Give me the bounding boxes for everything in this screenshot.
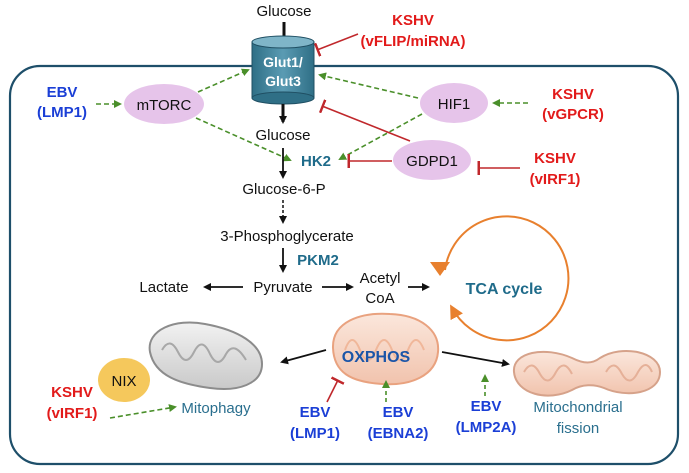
ebv-lmp2a-line2: (LMP2A) (456, 419, 517, 436)
kshv-virf1-right-line2: (vIRF1) (530, 171, 581, 188)
gdpd1-label: GDPD1 (406, 153, 458, 170)
tca-cycle-arrowhead (430, 262, 450, 276)
mtorc-to-hk2-arrow (195, 117, 292, 162)
mitophagy-label: Mitophagy (181, 400, 251, 417)
gdpd1-node (393, 140, 471, 180)
ebv-ebna2-line1: EBV (383, 404, 414, 421)
mtorc-node (124, 84, 204, 124)
ebv-lmp1-inhibits-oxphos (326, 376, 345, 403)
tca-cycle-circle (444, 215, 570, 342)
kshv-vflip-label-line2: (vFLIP/miRNA) (361, 33, 466, 50)
kshv-vflip-label-line1: KSHV (392, 12, 434, 29)
kshv-vflip-inhibition (313, 33, 359, 57)
cell-membrane (8, 64, 680, 466)
glucose-extracellular-label: Glucose (256, 3, 311, 20)
mitochondrion-oxphos (331, 312, 440, 386)
ebv-lmp1-top-line1: EBV (47, 84, 78, 101)
glucose-intracellular-label: Glucose (255, 127, 310, 144)
ebv-ebna2-line2: (EBNA2) (368, 425, 429, 442)
ebv-lmp1-bottom-line1: EBV (300, 404, 331, 421)
kshv-virf1-left-line1: KSHV (51, 384, 93, 401)
3pg-label: 3-Phosphoglycerate (220, 228, 353, 245)
lactate-label: Lactate (139, 279, 188, 296)
glut-label-line2: Glut3 (265, 73, 301, 89)
kshv-virf1-to-mitophagy-arrow (109, 404, 177, 419)
oxphos-label: OXPHOS (342, 349, 411, 366)
pyruvate-label: Pyruvate (253, 279, 312, 296)
mtorc-label: mTORC (137, 97, 192, 114)
nix-label: NIX (111, 373, 136, 390)
oxphos-to-fission-arrow (441, 351, 510, 367)
kshv-vgpcr-line1: KSHV (552, 86, 594, 103)
ebv-lmp1-bottom-line2: (LMP1) (290, 425, 340, 442)
hif1-to-glut-arrow (318, 72, 419, 99)
oxphos-to-mitophagy-arrow (280, 349, 327, 365)
ebv-lmp1-top-line2: (LMP1) (37, 104, 87, 121)
mtorc-to-glut-arrow (197, 68, 250, 93)
ebv-lmp2a-line1: EBV (471, 398, 502, 415)
kshv-virf1-right-line1: KSHV (534, 150, 576, 167)
fission-label-line1: Mitochondrial (533, 399, 622, 416)
kshv-virf1-left-line2: (vIRF1) (47, 405, 98, 422)
hif1-label: HIF1 (438, 96, 471, 113)
acetylcoa-label-line2: CoA (365, 290, 394, 307)
mitochondria-fission (512, 350, 662, 397)
tca-cycle-label: TCA cycle (466, 281, 543, 298)
g6p-label: Glucose-6-P (242, 181, 325, 198)
gdpd1-inhibits-glut (318, 99, 411, 142)
kshv-vgpcr-line2: (vGPCR) (542, 106, 604, 123)
hif1-node (420, 83, 488, 123)
pkm2-label: PKM2 (297, 252, 339, 269)
mitochondrion-mitophagy (148, 321, 264, 390)
nix-node (98, 358, 150, 402)
hk2-label: HK2 (301, 153, 331, 170)
glut-label-line1: Glut1/ (263, 54, 303, 70)
acetylcoa-label-line1: Acetyl (360, 270, 401, 287)
glut-transporter: Glut1/ Glut3 (251, 35, 315, 105)
fission-label-line2: fission (557, 420, 600, 437)
